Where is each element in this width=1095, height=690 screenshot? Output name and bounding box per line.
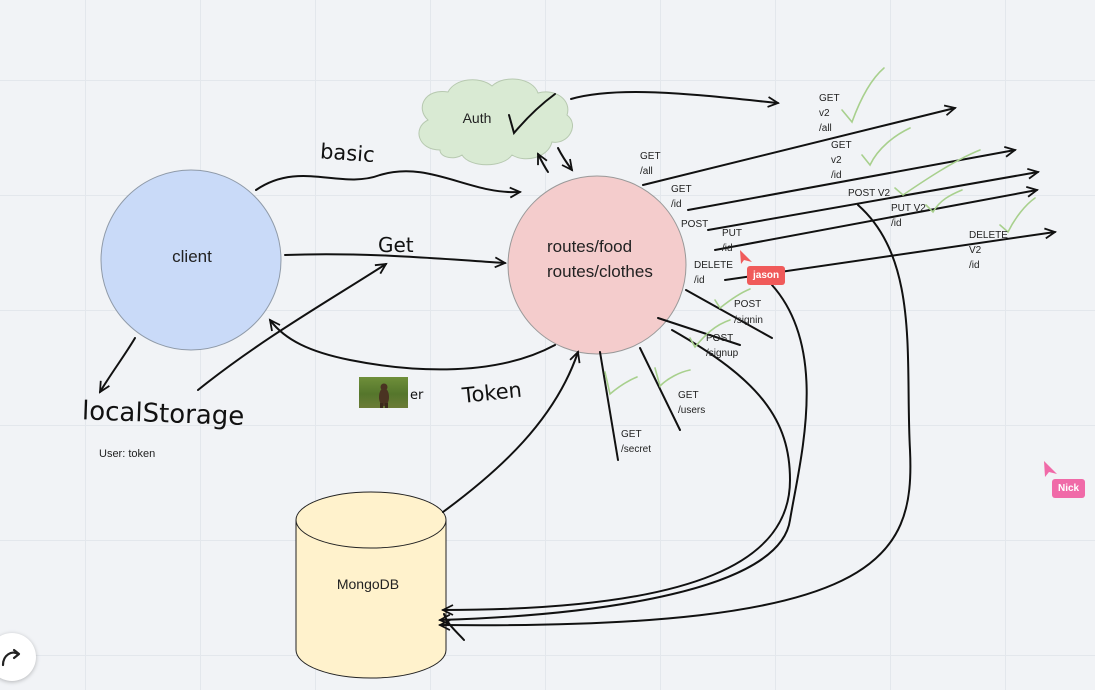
endpoint-post-signup: POST/signup xyxy=(706,333,739,359)
check-marks xyxy=(604,67,1036,396)
routes-node[interactable]: routes/food routes/clothes xyxy=(507,175,687,355)
bear-icon xyxy=(379,383,389,408)
redo-arrow-icon xyxy=(1,648,21,667)
auth-label: Auth xyxy=(463,110,492,126)
localstorage-handwriting: localStorage xyxy=(82,396,245,432)
bear-photo-thumbnail[interactable] xyxy=(359,377,408,408)
nick-cursor-icon xyxy=(1044,461,1057,477)
endpoint-post: POST xyxy=(681,219,708,230)
client-node[interactable]: client xyxy=(100,169,282,351)
mongodb-node[interactable]: MongoDB xyxy=(295,491,447,679)
endpoint-get-id: GET/id xyxy=(671,184,692,210)
jason-cursor-label: jason xyxy=(747,266,786,285)
auth-check-icon xyxy=(508,93,556,136)
routes-clothes-label: routes/clothes xyxy=(547,262,653,281)
endpoint-put-v2-id: PUT V2/id xyxy=(891,203,926,229)
endpoint-put-id: PUT/id xyxy=(722,228,742,254)
jason-cursor-icon xyxy=(740,250,752,264)
nick-cursor-label: Nick xyxy=(1052,479,1086,498)
connector-arrows xyxy=(98,91,912,641)
endpoint-get-users: GET/users xyxy=(678,390,705,416)
endpoint-post-v2: POST V2 xyxy=(848,188,890,199)
mongodb-label: MongoDB xyxy=(337,576,399,592)
endpoint-delete-id: DELETE/id xyxy=(694,260,733,286)
token-handwriting: Token xyxy=(460,378,523,408)
client-label: client xyxy=(172,247,212,266)
endpoint-get-secret: GET/secret xyxy=(621,429,651,455)
get-handwriting: Get xyxy=(378,233,414,257)
user-token-note: User: token xyxy=(99,448,155,460)
basic-handwriting: basic xyxy=(319,139,375,167)
endpoint-get-all: GET/all xyxy=(640,151,661,177)
auth-cloud[interactable]: Auth xyxy=(418,78,573,166)
routes-food-label: routes/food xyxy=(547,237,632,256)
er-handwriting: er xyxy=(410,388,424,403)
redo-button[interactable] xyxy=(0,633,36,681)
endpoint-labels: GET/all GET/id POST PUT/id DELETE/id POS… xyxy=(621,93,1008,455)
endpoint-post-signin: POST/signin xyxy=(734,299,763,326)
